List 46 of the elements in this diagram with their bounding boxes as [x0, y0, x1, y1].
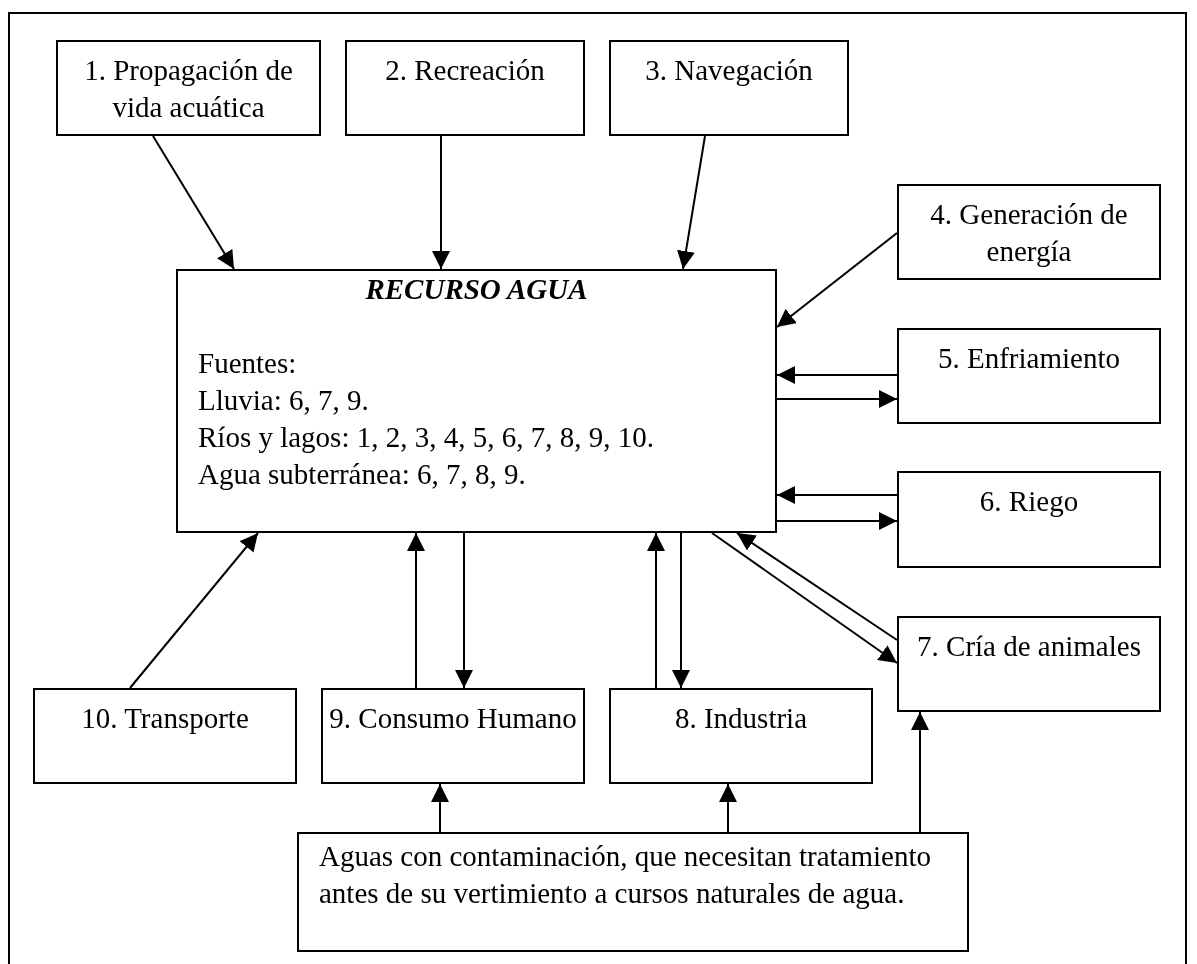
arrow — [672, 532, 690, 689]
box-label: 4. Generación de energía — [929, 197, 1129, 269]
arrow — [129, 532, 259, 689]
arrow — [432, 135, 450, 270]
box-label: 10. Transporte — [80, 701, 250, 736]
arrow — [152, 135, 235, 270]
process-box — [176, 269, 777, 533]
process-box — [345, 40, 585, 136]
source-line: Agua subterránea: 6, 7, 8, 9. — [197, 457, 527, 492]
box-title: RECURSO AGUA — [364, 272, 589, 307]
arrow — [711, 532, 898, 664]
process-box — [897, 328, 1161, 424]
process-box — [609, 40, 849, 136]
arrow — [776, 512, 898, 530]
arrow — [719, 783, 737, 833]
box-label: Aguas con contaminación, que necesitan tratamiento antes de su vertimiento a cursos naturales de agua. — [319, 839, 932, 911]
box-label: 5. Enfriamiento — [937, 341, 1121, 376]
arrow — [776, 486, 898, 504]
arrow — [647, 532, 665, 689]
box-label: 2. Recreación — [384, 53, 546, 88]
arrow — [677, 135, 706, 270]
process-box — [321, 688, 585, 784]
source-line: Lluvia: 6, 7, 9. — [197, 383, 370, 418]
arrow — [431, 783, 449, 833]
source-line: Fuentes: — [197, 346, 298, 381]
box-label: 1. Propagación de vida acuática — [83, 53, 294, 125]
box-label: 9. Consumo Humano — [328, 701, 578, 736]
process-box — [609, 688, 873, 784]
arrow — [736, 532, 898, 641]
arrow — [911, 711, 929, 833]
process-box — [897, 184, 1161, 280]
box-label: 3. Navegación — [644, 53, 814, 88]
arrow — [455, 532, 473, 689]
arrow — [776, 232, 898, 328]
source-line: Ríos y lagos: 1, 2, 3, 4, 5, 6, 7, 8, 9, 10. — [197, 420, 655, 455]
arrow — [776, 390, 898, 408]
process-box — [33, 688, 297, 784]
box-label: 8. Industria — [673, 701, 809, 736]
arrow — [407, 532, 425, 689]
box-label: 7. Cría de animales — [916, 629, 1142, 664]
box-label: 6. Riego — [978, 484, 1080, 519]
process-box — [297, 832, 969, 952]
arrow — [776, 366, 898, 384]
process-box — [897, 471, 1161, 568]
process-box — [56, 40, 321, 136]
process-box — [897, 616, 1161, 712]
